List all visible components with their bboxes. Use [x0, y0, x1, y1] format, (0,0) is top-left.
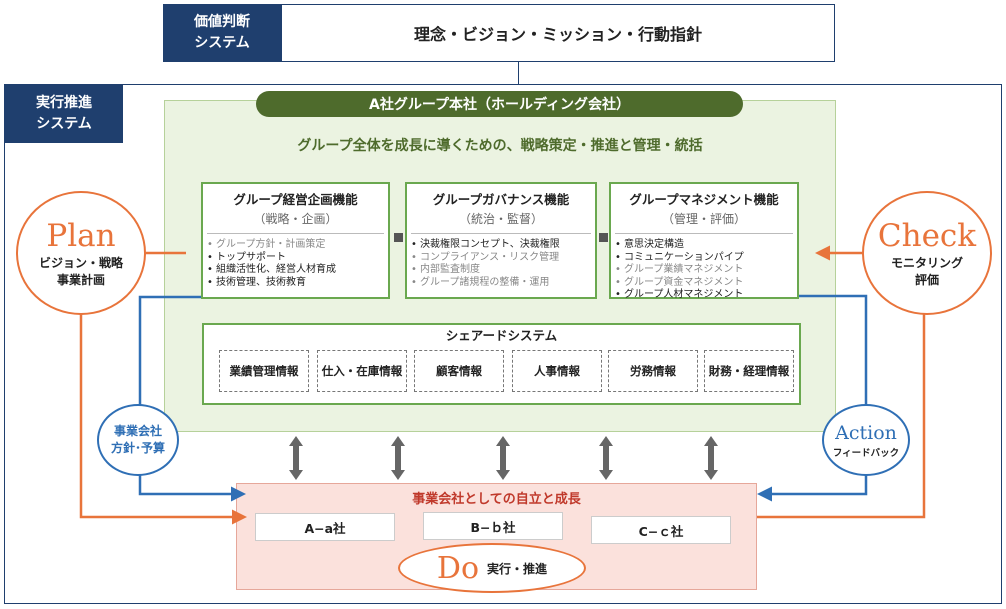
- function-item: コンプライアンス・リスク管理: [411, 252, 595, 265]
- hq-title-bar: A社グループ本社（ホールディング会社）: [256, 91, 743, 117]
- check-line2: 評価: [914, 273, 939, 287]
- shared-system-title-text: シェアードシステム: [445, 327, 558, 343]
- hq-to-policy-line: [138, 295, 201, 408]
- shared-info-item: 労務情報: [608, 350, 698, 392]
- hq-to-action-line: [799, 294, 868, 408]
- policy-line1: 事業会社: [113, 424, 162, 438]
- hq-subtitle-text: グループ全体を成長に導くための、戦略策定・推進と管理・統括: [297, 138, 703, 154]
- value-connector-line: [518, 62, 519, 84]
- function-divider: [411, 233, 591, 234]
- execution-label-line1: 実行推進: [36, 95, 92, 111]
- shared-info-label: 顧客情報: [436, 364, 482, 378]
- function-box-governance: グループガバナンス機能 （統治・監督） 決裁権限コンセプト、決裁権限 コンプライ…: [405, 182, 597, 299]
- double-arrow: [704, 436, 718, 480]
- function-box-management: グループマネジメント機能 （管理・評価） 意思決定構造 コミュニケーションパイプ…: [609, 182, 799, 302]
- function-title: グループマネジメント機能: [629, 192, 779, 207]
- shared-info-item: 人事情報: [512, 350, 602, 392]
- function-connector: [394, 233, 403, 242]
- function-sub: （管理・評価）: [661, 212, 746, 226]
- function-sub: （統治・監督）: [458, 212, 543, 226]
- double-arrow: [289, 436, 303, 480]
- do-area-title-text: 事業会社としての自立と成長: [412, 491, 581, 507]
- shared-info-item: 業績管理情報: [219, 350, 309, 392]
- plan-title: Plan: [46, 218, 116, 254]
- function-item: コミュニケーションパイプ: [615, 252, 797, 265]
- do-sub: 実行・推進: [487, 561, 548, 576]
- shared-info-item: 顧客情報: [414, 350, 504, 392]
- function-connector: [599, 233, 608, 242]
- policy-line2: 方針･予算: [110, 441, 165, 455]
- function-title: グループ経営企画機能: [233, 192, 358, 207]
- shared-info-label: 業績管理情報: [229, 364, 299, 378]
- shared-system-title: シェアードシステム: [202, 325, 801, 343]
- plan-to-do-arrow: [79, 312, 247, 525]
- company-box: C−ｃ社: [591, 516, 731, 544]
- execution-system-label: 実行推進 システム: [5, 85, 123, 143]
- value-system-text: 理念・ビジョン・ミッション・行動指針: [413, 25, 702, 44]
- function-sub: （戦略・企画）: [253, 212, 338, 226]
- function-item-list: 決裁権限コンセプト、決裁権限 コンプライアンス・リスク管理 内部監査制度 グルー…: [407, 239, 595, 289]
- policy-to-do-arrow: [138, 472, 246, 502]
- shared-info-label: 労務情報: [630, 364, 676, 378]
- company-name: C−ｃ社: [638, 523, 684, 539]
- value-system-label-line2: システム: [194, 35, 250, 51]
- do-title: Do: [436, 550, 480, 586]
- double-arrow: [599, 436, 613, 480]
- action-sub: フィードバック: [832, 448, 900, 459]
- check-line1: モニタリング: [890, 256, 963, 270]
- company-box: A−a社: [255, 513, 395, 541]
- check-title: Check: [877, 218, 977, 254]
- do-area-title: 事業会社としての自立と成長: [236, 488, 757, 507]
- function-item: 組織活性化、経営人材育成: [207, 264, 388, 277]
- action-title: Action: [835, 422, 897, 444]
- hq-subtitle: グループ全体を成長に導くための、戦略策定・推進と管理・統括: [164, 135, 836, 155]
- plan-line1: ビジョン・戦略: [38, 256, 123, 270]
- company-box: B−ｂ社: [423, 512, 563, 540]
- shared-info-label: 仕入・在庫情報: [321, 364, 403, 378]
- do-to-check-arrow: [757, 312, 926, 519]
- shared-info-label: 人事情報: [534, 364, 580, 378]
- function-divider: [207, 233, 384, 234]
- double-arrow: [496, 436, 510, 480]
- double-arrow: [391, 436, 405, 480]
- function-item: トップサポート: [207, 252, 388, 265]
- shared-info-label: 財務・経理情報: [708, 364, 790, 378]
- check-circle: Check モニタリング 評価: [862, 191, 992, 315]
- function-box-planning: グループ経営企画機能 （戦略・企画） グループ方針・計画策定 トップサポート 組…: [201, 182, 390, 299]
- function-item: 意思決定構造: [615, 239, 797, 252]
- function-item: 技術管理、技術教育: [207, 277, 388, 290]
- function-item: グループ方針・計画策定: [207, 239, 388, 252]
- function-item: 決裁権限コンセプト、決裁権限: [411, 239, 595, 252]
- action-to-do-arrow: [757, 472, 868, 502]
- company-name: A−a社: [304, 520, 346, 536]
- plan-circle: Plan ビジョン・戦略 事業計画: [16, 191, 146, 315]
- function-item: グループ業績マネジメント: [615, 264, 797, 277]
- value-system-content: 理念・ビジョン・ミッション・行動指針: [281, 4, 835, 62]
- function-divider: [615, 233, 793, 234]
- function-item-list: 意思決定構造 コミュニケーションパイプ グループ業績マネジメント グループ資金マ…: [611, 239, 797, 302]
- plan-line2: 事業計画: [56, 273, 105, 287]
- shared-info-item: 財務・経理情報: [704, 350, 794, 392]
- execution-label-line2: システム: [36, 116, 92, 132]
- function-item: 内部監査制度: [411, 264, 595, 277]
- shared-info-item: 仕入・在庫情報: [317, 350, 407, 392]
- hq-title: A社グループ本社（ホールディング会社）: [368, 97, 630, 113]
- double-arrows: [289, 436, 718, 480]
- execution-frame: [4, 84, 1002, 604]
- do-ellipse: Do 実行・推進: [398, 543, 586, 593]
- value-system-label-line1: 価値判断: [194, 14, 250, 30]
- function-title: グループガバナンス機能: [432, 192, 570, 207]
- function-item-list: グループ方針・計画策定 トップサポート 組織活性化、経営人材育成 技術管理、技術…: [203, 239, 388, 289]
- function-item: グループ資金マネジメント: [615, 277, 797, 290]
- value-system-label: 価値判断 システム: [163, 4, 281, 62]
- policy-circle: 事業会社 方針･予算: [97, 404, 179, 476]
- action-circle: Action フィードバック: [822, 404, 910, 476]
- company-name: B−ｂ社: [470, 519, 516, 535]
- function-item: グループ諸規程の整備・運用: [411, 277, 595, 290]
- function-item: グループ人材マネジメント: [615, 289, 797, 302]
